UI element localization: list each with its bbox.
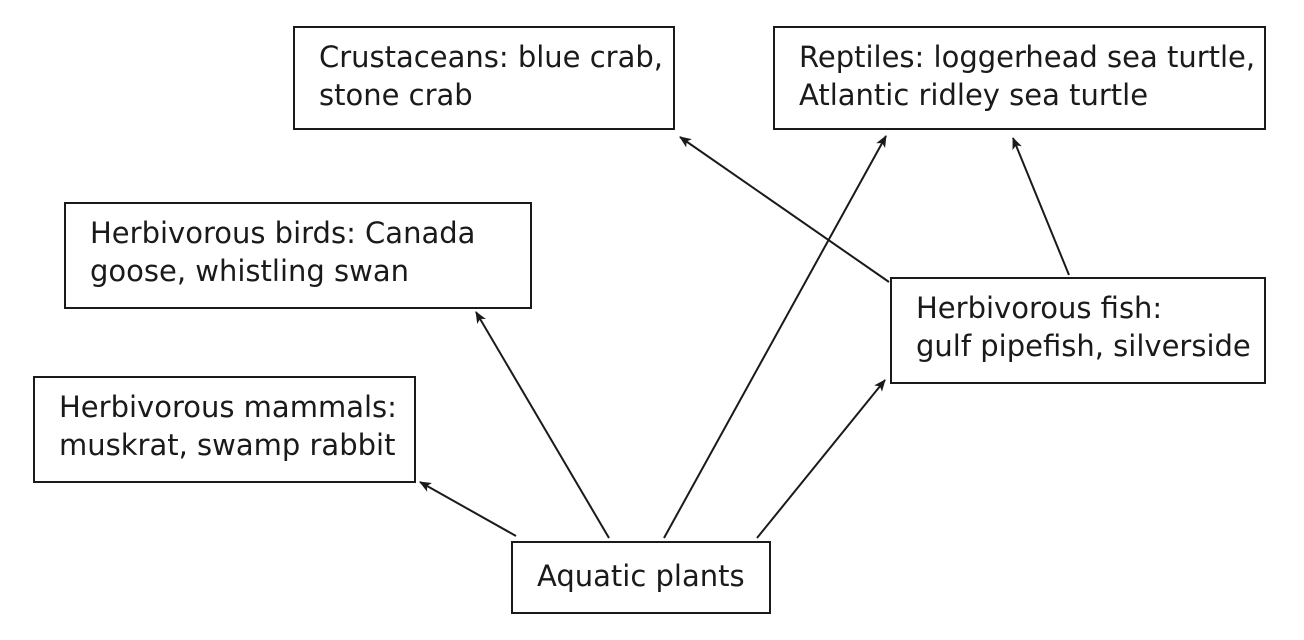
node-herbivorous-mammals: Herbivorous mammals: muskrat, swamp rabb… <box>33 376 416 483</box>
arrow-plants-to-reptiles <box>663 135 887 539</box>
arrow-plants-to-fish <box>756 379 886 539</box>
node-plants-label: Aquatic plants <box>537 559 745 593</box>
node-reptiles: Reptiles: loggerhead sea turtle, Atlanti… <box>773 26 1266 130</box>
arrow-fish-to-reptiles <box>1012 137 1070 276</box>
node-fish-line1: Herbivorous fish: <box>916 291 1163 325</box>
node-birds-line2: goose, whistling swan <box>90 254 410 288</box>
node-fish-line2: gulf pipefish, silverside <box>916 329 1251 363</box>
node-herbivorous-birds: Herbivorous birds: Canada goose, whistli… <box>64 202 532 309</box>
arrow-plants-to-mammals <box>419 481 517 537</box>
node-mammals-line1: Herbivorous mammals: <box>59 390 397 424</box>
node-crustaceans-line1: Crustaceans: blue crab, <box>319 40 664 74</box>
node-reptiles-line2: Atlantic ridley sea turtle <box>799 78 1149 112</box>
node-mammals-line2: muskrat, swamp rabbit <box>59 428 396 462</box>
node-birds-line1: Herbivorous birds: Canada <box>90 216 476 250</box>
arrow-fish-to-crustaceans <box>679 136 890 283</box>
node-reptiles-line1: Reptiles: loggerhead sea turtle, <box>799 40 1256 74</box>
node-herbivorous-fish: Herbivorous fish: gulf pipefish, silvers… <box>890 277 1266 384</box>
node-crustaceans: Crustaceans: blue crab, stone crab <box>293 26 675 130</box>
node-aquatic-plants: Aquatic plants <box>511 541 771 614</box>
arrow-plants-to-birds <box>475 311 610 539</box>
node-crustaceans-line2: stone crab <box>319 78 473 112</box>
